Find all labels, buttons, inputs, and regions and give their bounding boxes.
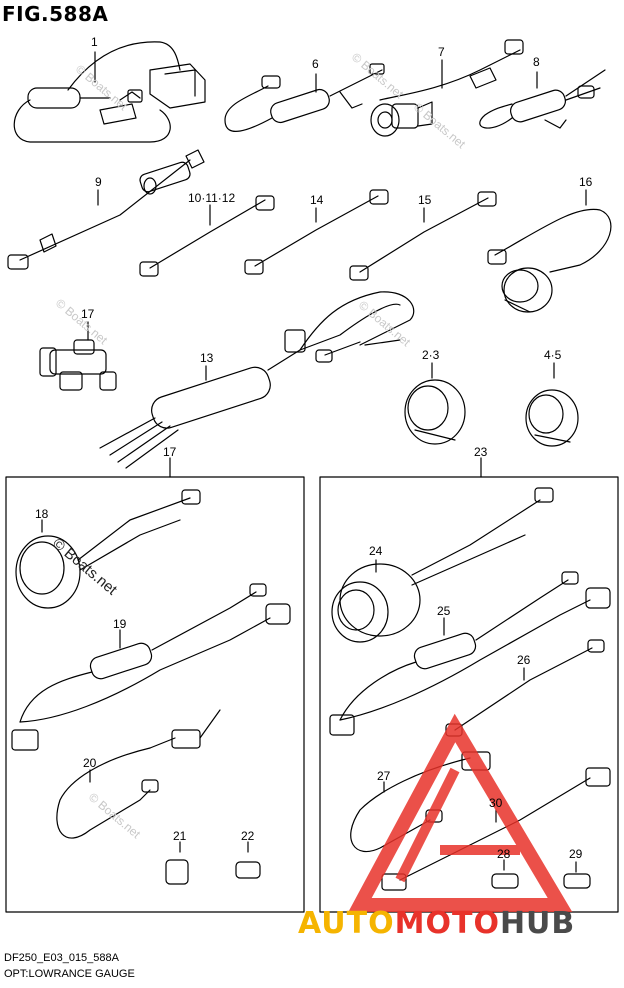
figure-description: OPT:LOWRANCE GAUGE <box>4 968 135 980</box>
callout-10-12: 10·11·12 <box>188 191 236 205</box>
callout-7: 7 <box>438 45 445 59</box>
automotohub-brand: AUTOMOTOHUB <box>298 906 575 941</box>
callout-20: 20 <box>83 756 97 770</box>
brand-hub: HUB <box>499 906 576 941</box>
part-25-harness <box>329 571 611 736</box>
brand-auto: AUTO <box>298 906 395 941</box>
part-24-gauge <box>331 487 554 643</box>
part-14-harness <box>244 189 389 275</box>
callout-23-box: 23 <box>474 445 488 459</box>
callout-16: 16 <box>579 175 593 189</box>
callout-28: 28 <box>497 847 511 861</box>
callout-6: 6 <box>312 57 319 71</box>
callout-4-5: 4·5 <box>544 348 562 362</box>
automotohub-logo-mark <box>348 713 573 912</box>
part-10-12-harness <box>139 195 275 277</box>
part-29-plug <box>563 861 591 889</box>
kit-17-box <box>5 476 305 913</box>
model-code: DF250_E03_015_588A <box>4 952 119 964</box>
callout-15: 15 <box>418 193 432 207</box>
callout-8: 8 <box>533 55 540 69</box>
callout-25: 25 <box>437 604 451 618</box>
callout-13: 13 <box>200 351 214 365</box>
part-20-harness <box>56 709 221 839</box>
part-6-harness <box>224 63 385 132</box>
part-8-harness <box>479 69 606 129</box>
part-28-plug <box>491 859 519 889</box>
part-22-plug <box>235 841 261 879</box>
brand-moto: MOTO <box>394 906 500 941</box>
callout-2-3: 2·3 <box>422 348 440 362</box>
callout-9: 9 <box>95 175 102 189</box>
part-9-harness <box>7 149 205 270</box>
part-2-3-bezel <box>404 362 466 445</box>
callout-22: 22 <box>241 829 255 843</box>
part-19-harness <box>11 583 291 751</box>
callout-17-box: 17 <box>163 445 177 459</box>
part-4-5-bezel <box>525 362 579 447</box>
callout-21: 21 <box>173 829 187 843</box>
part-16-gauge <box>487 189 612 313</box>
part-13-harness <box>99 291 415 469</box>
part-18-gauge <box>15 489 201 609</box>
callout-14: 14 <box>310 193 324 207</box>
callout-19: 19 <box>113 617 127 631</box>
part-21-cap <box>165 841 189 885</box>
part-1-harness <box>13 41 206 143</box>
part-7-harness <box>370 39 524 137</box>
callout-17-top: 17 <box>81 307 95 321</box>
callout-1: 1 <box>91 35 98 49</box>
callout-18: 18 <box>35 507 49 521</box>
callout-24: 24 <box>369 544 383 558</box>
callout-30: 30 <box>489 796 503 810</box>
part-17-t-connector <box>39 321 117 391</box>
part-15-harness <box>349 191 497 281</box>
callout-29: 29 <box>569 847 583 861</box>
figure-title: FIG.588A <box>2 2 109 26</box>
callout-27: 27 <box>377 769 391 783</box>
callout-26: 26 <box>517 653 531 667</box>
